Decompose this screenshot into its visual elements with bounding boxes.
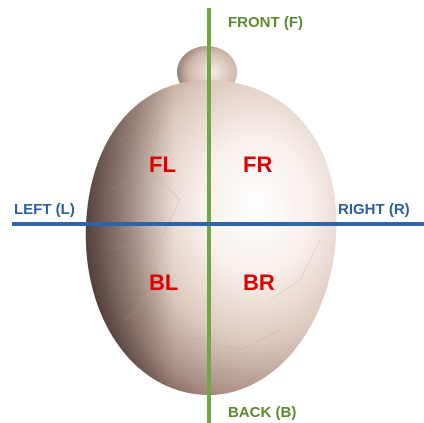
quadrant-back-left-label: BL bbox=[149, 270, 178, 295]
right-label: RIGHT (R) bbox=[338, 201, 410, 218]
mesh-lines bbox=[109, 119, 321, 351]
quadrant-back-right-label: BR bbox=[243, 270, 275, 295]
head-shadow bbox=[85, 80, 337, 396]
quadrant-front-right-label: FR bbox=[243, 152, 272, 177]
left-label: LEFT (L) bbox=[14, 201, 75, 218]
back-label: BACK (B) bbox=[228, 404, 296, 421]
front-label: FRONT (F) bbox=[228, 14, 303, 31]
quadrant-front-left-label: FL bbox=[149, 152, 176, 177]
